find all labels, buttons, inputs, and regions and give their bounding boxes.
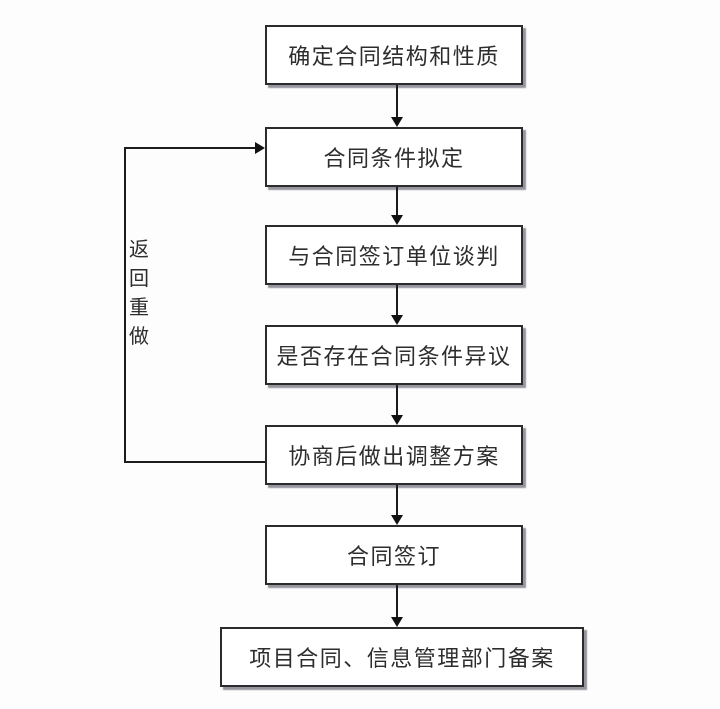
arrow-down-icon: [391, 515, 403, 525]
edge-line-5: [396, 485, 398, 515]
flow-node-department-filing: 项目合同、信息管理部门备案: [220, 627, 584, 687]
loop-line-bottom: [124, 461, 265, 463]
flow-node-draft-conditions: 合同条件拟定: [265, 127, 523, 187]
arrow-right-icon: [255, 142, 265, 154]
loop-label: 返回重做: [129, 239, 149, 348]
flow-node-label: 与合同签订单位谈判: [288, 244, 500, 269]
edge-line-2: [396, 187, 398, 215]
flow-node-negotiate-with-signer: 与合同签订单位谈判: [265, 225, 523, 285]
loop-line-top: [124, 147, 255, 149]
flow-node-determine-structure: 确定合同结构和性质: [265, 25, 523, 85]
edge-line-1: [396, 85, 398, 117]
loop-line-left: [124, 148, 126, 462]
flow-node-label: 合同条件拟定: [323, 146, 465, 171]
arrow-down-icon: [391, 215, 403, 225]
arrow-down-icon: [391, 117, 403, 127]
flow-node-label: 项目合同、信息管理部门备案: [249, 646, 555, 671]
arrow-down-icon: [391, 415, 403, 425]
flow-node-condition-objection-check: 是否存在合同条件异议: [265, 325, 523, 385]
flow-node-label: 是否存在合同条件异议: [276, 344, 512, 369]
edge-line-4: [396, 385, 398, 415]
flow-node-label: 确定合同结构和性质: [288, 44, 500, 69]
flow-node-adjustment-plan: 协商后做出调整方案: [265, 425, 523, 485]
arrow-down-icon: [391, 617, 403, 627]
flow-node-label: 合同签订: [346, 544, 441, 569]
edge-line-3: [396, 285, 398, 315]
flow-node-contract-signing: 合同签订: [265, 525, 523, 585]
flow-node-label: 协商后做出调整方案: [288, 444, 500, 469]
arrow-down-icon: [391, 315, 403, 325]
edge-line-6: [396, 585, 398, 617]
